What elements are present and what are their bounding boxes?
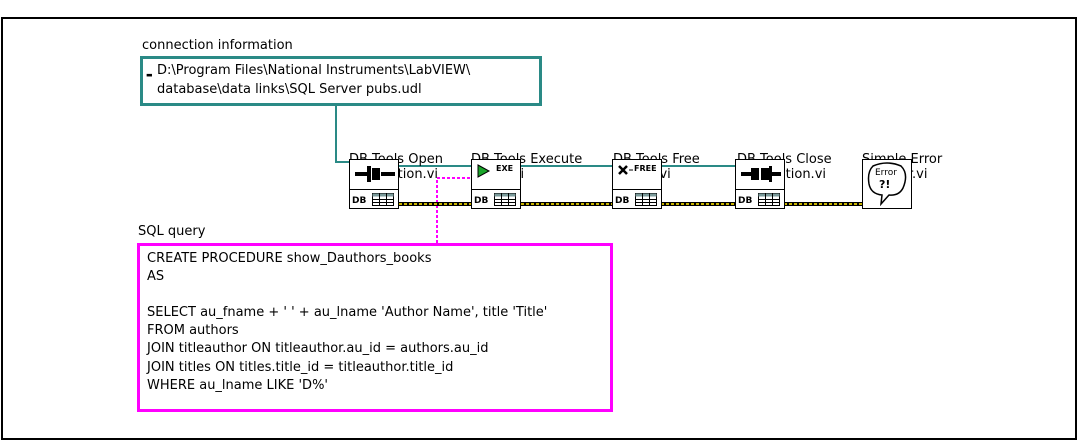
free-badge: FREE [634, 164, 657, 173]
connection-path-line: database\data links\SQL Server pubs.udl [157, 82, 422, 97]
sql-line: WHERE au_lname LIKE 'D%' [147, 377, 328, 393]
db-strip: DB [472, 189, 520, 208]
free-object-icon [618, 165, 633, 175]
table-icon [758, 193, 780, 206]
error-handler-node[interactable]: Error ?! [862, 159, 912, 209]
error-mark: ?! [879, 178, 891, 191]
error-badge: Error [875, 168, 897, 178]
sql-line [147, 286, 610, 304]
sql-query-constant[interactable]: CREATE PROCEDURE show_Dauthors_books AS … [137, 243, 613, 412]
db-strip: DB [736, 189, 784, 208]
error-handler-icon [867, 162, 907, 206]
connection-path-line: D:\Program Files\National Instruments\La… [157, 63, 471, 78]
sql-line: CREATE PROCEDURE show_Dauthors_books [147, 251, 432, 266]
db-strip: DB [613, 189, 661, 208]
string-marker-icon: ▬ [146, 71, 153, 79]
path-wire [335, 106, 349, 163]
table-icon [635, 193, 657, 206]
db-label: DB [738, 196, 753, 206]
db-strip: DB [350, 189, 398, 208]
db-label: DB [352, 196, 367, 206]
sql-line: FROM authors [147, 323, 239, 339]
connection-information-constant[interactable]: ▬ D:\Program Files\National Instruments\… [140, 56, 542, 106]
query-wire [436, 177, 472, 243]
free-object-node[interactable]: FREE DB [612, 159, 662, 209]
close-connection-node[interactable]: DB [735, 159, 785, 209]
open-connection-node[interactable]: DB [349, 159, 399, 209]
sql-query-label: SQL query [138, 224, 206, 239]
sql-line: SELECT au_fname + ' ' + au_lname 'Author… [147, 305, 548, 321]
sql-line: AS [147, 269, 165, 285]
execute-query-icon [477, 164, 491, 178]
table-icon [494, 193, 516, 206]
db-label: DB [615, 196, 630, 206]
close-connection-icon [741, 166, 781, 182]
sql-line: JOIN titleauthor ON titleauthor.au_id = … [147, 341, 489, 357]
table-icon [372, 193, 394, 206]
connection-label: connection information [142, 38, 293, 53]
db-label: DB [474, 196, 489, 206]
execute-query-node[interactable]: EXE DB [471, 159, 521, 209]
sql-line: JOIN titles ON titles.title_id = titleau… [147, 359, 454, 375]
exe-badge: EXE [496, 164, 514, 173]
open-connection-icon [355, 166, 395, 182]
